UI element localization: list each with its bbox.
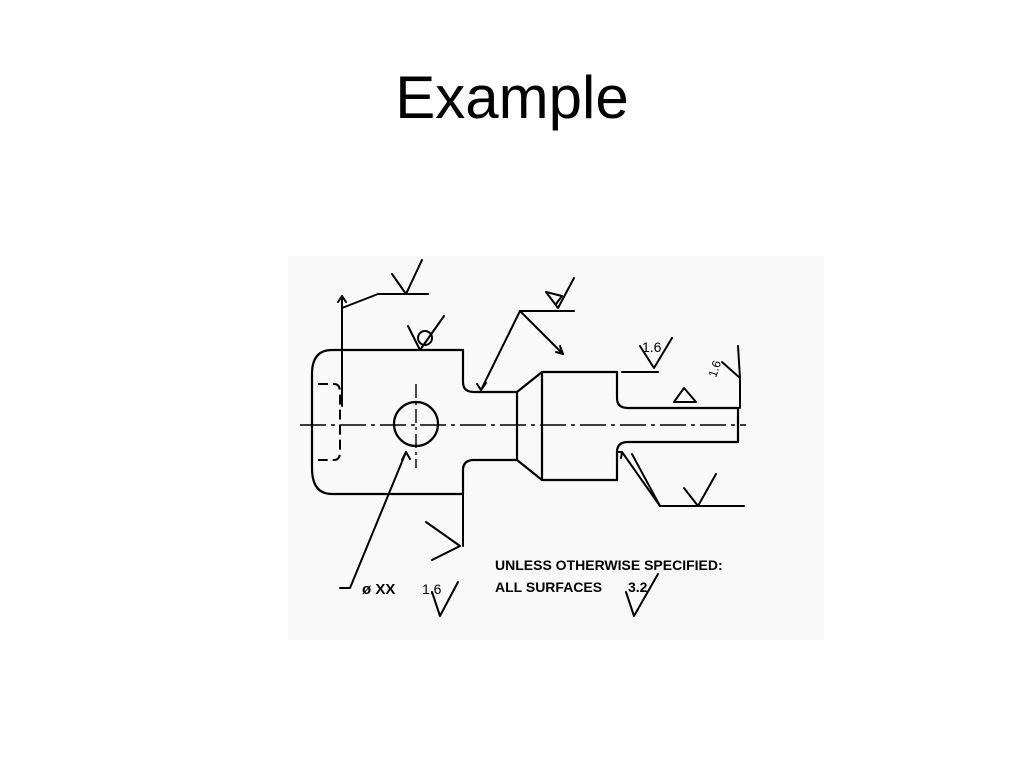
circle-roughness-symbol (407, 315, 445, 351)
general-note-line-2: ALL SURFACES (495, 579, 602, 595)
shoulder-leader-arrow (555, 345, 564, 355)
general-roughness-symbol (625, 573, 659, 617)
technical-drawing-svg: 1.6 1.6 ø XX 1.6 UNLESS OTHERWISE SPECIF… (288, 256, 824, 640)
top-leader-line (341, 293, 379, 309)
hole-roughness-symbol (431, 581, 459, 617)
shoulder-roughness-value: 1.6 (642, 339, 662, 355)
general-note-line-1: UNLESS OTHERWISE SPECIFIED: (495, 557, 723, 573)
neck-leader-arrow (476, 382, 487, 391)
slide-title: Example (395, 64, 629, 131)
part-outline (310, 348, 740, 496)
hole-leader-line (339, 451, 407, 589)
top-roughness-symbol (391, 259, 423, 295)
neck-triangle-mark (545, 291, 563, 305)
hole-diameter-label: ø XX (362, 581, 395, 598)
general-roughness-value: 3.2 (628, 579, 648, 595)
bottom-roughness-symbol (425, 521, 461, 561)
hole-leader-arrow (401, 451, 411, 461)
drawing-background (288, 256, 824, 640)
hidden-slot (318, 383, 341, 461)
bottom-right-roughness-symbol (683, 473, 717, 507)
top-leader-arrow (337, 295, 347, 303)
hole-roughness-value: 1.6 (422, 581, 442, 597)
bottom-right-leader-2 (631, 453, 661, 507)
technical-drawing: 1.6 1.6 ø XX 1.6 UNLESS OTHERWISE SPECIF… (288, 256, 824, 640)
shoulder-roughness-symbol (639, 337, 673, 369)
roughness-symbol-circle (417, 330, 433, 346)
neck-roughness-symbol (545, 277, 575, 309)
bottom-right-leader-arrow (616, 451, 623, 459)
pin-triangle-symbol (673, 387, 697, 403)
pin-end-roughness-value: 1.6 (706, 358, 725, 379)
